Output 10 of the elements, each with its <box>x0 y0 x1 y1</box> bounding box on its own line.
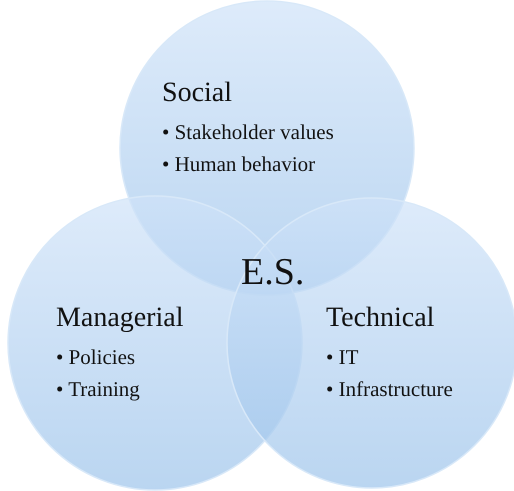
bullet-item: • Stakeholder values <box>162 119 334 146</box>
center-label: E.S. <box>241 250 304 294</box>
bullet-item: • Training <box>56 376 141 403</box>
category-heading: Managerial <box>56 301 184 335</box>
category-heading: Technical <box>326 301 436 335</box>
bullet-item: • IT <box>326 344 360 371</box>
category-heading: Social <box>162 76 233 110</box>
bullet-item: • Human behavior <box>162 151 316 178</box>
bullet-item: • Infrastructure <box>326 376 453 403</box>
bullet-item: • Policies <box>56 344 136 371</box>
